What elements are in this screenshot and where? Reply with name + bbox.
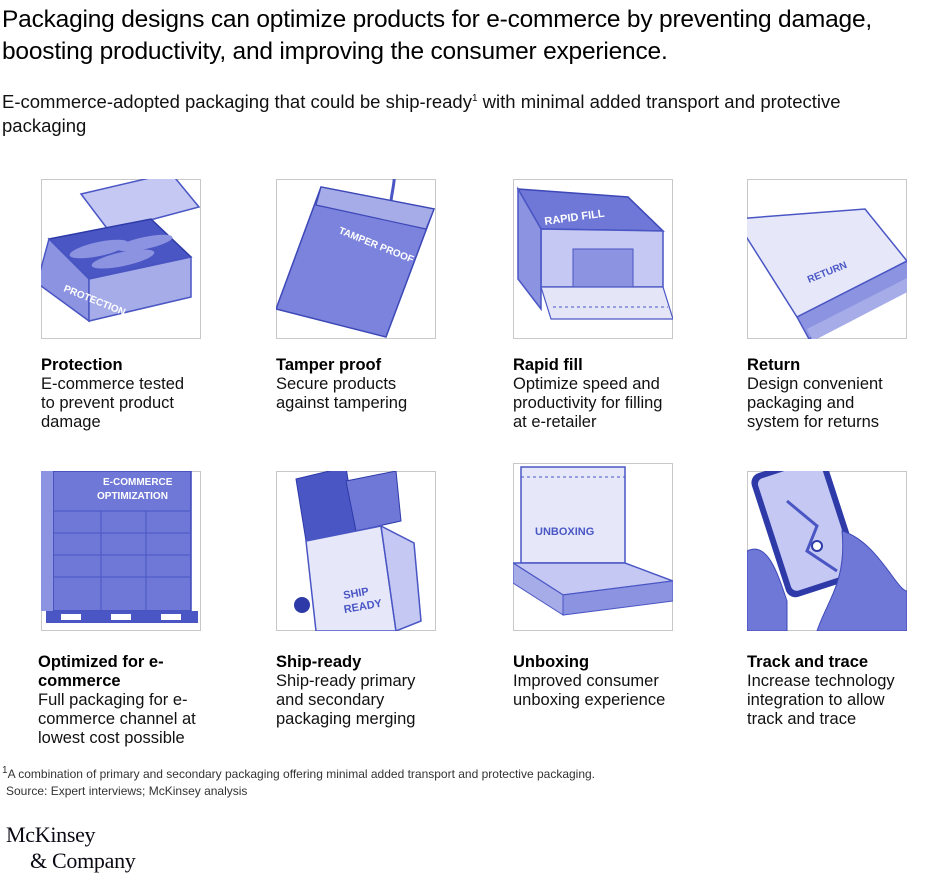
card-description: Full packaging for e-commerce channel at… <box>38 691 196 747</box>
footnote: 1A combination of primary and secondary … <box>2 766 902 782</box>
card-description: Secure products against tampering <box>276 375 408 412</box>
illustration-label: UNBOXING <box>535 526 594 538</box>
card-title: Tamper proof <box>276 356 382 374</box>
card-description: Improved consumer unboxing experience <box>513 672 666 709</box>
auto-fill-box-icon: RAPID FILL <box>513 179 673 339</box>
footnote-marker: 1 <box>471 92 478 104</box>
card-description: Increase technology integration to allow… <box>747 672 895 728</box>
footnote-text: A combination of primary and secondary p… <box>7 767 596 781</box>
card-title: Rapid fill <box>513 356 583 374</box>
card-description: Ship-ready primary and secondary packagi… <box>276 672 416 728</box>
source-note: Source: Expert interviews; McKinsey anal… <box>6 784 248 798</box>
smartphone-map-icon <box>747 471 907 631</box>
card-description: E-commerce tested to prevent product dam… <box>41 375 185 431</box>
open-box-with-bottles-icon: PROTECTION <box>41 179 201 339</box>
return-mailer-bag-icon: RETURN <box>747 179 907 339</box>
card-description: Optimize speed and productivity for fill… <box>513 375 663 431</box>
envelope-with-tear-strip-icon: TAMPER PROOF <box>276 179 436 339</box>
card-title: Return <box>747 356 801 374</box>
page-title: Packaging designs can optimize products … <box>2 6 872 65</box>
card-title: Ship-ready <box>276 653 362 671</box>
footnote-marker: 1 <box>2 765 8 776</box>
card-description: Design convenient packaging and system f… <box>747 375 883 431</box>
logo-line-2: & Company <box>30 848 136 873</box>
subtitle: E-commerce-adopted packaging that could … <box>2 90 862 138</box>
mckinsey-logo: McKinsey & Company <box>6 822 136 874</box>
subtitle-text: E-commerce-adopted packaging that could … <box>2 91 472 112</box>
card-title: Protection <box>41 356 123 374</box>
card-title: Optimized for e-commerce <box>38 653 164 690</box>
card-title: Unboxing <box>513 653 590 671</box>
subtitle-text-end: with minimal added transport and protect… <box>2 91 841 136</box>
open-mailer-box-icon: UNBOXING <box>513 463 673 631</box>
logo-line-1: McKinsey <box>6 822 96 847</box>
card-title: Track and trace <box>747 653 869 671</box>
bag-in-box-icon: SHIPREADY <box>276 471 436 631</box>
